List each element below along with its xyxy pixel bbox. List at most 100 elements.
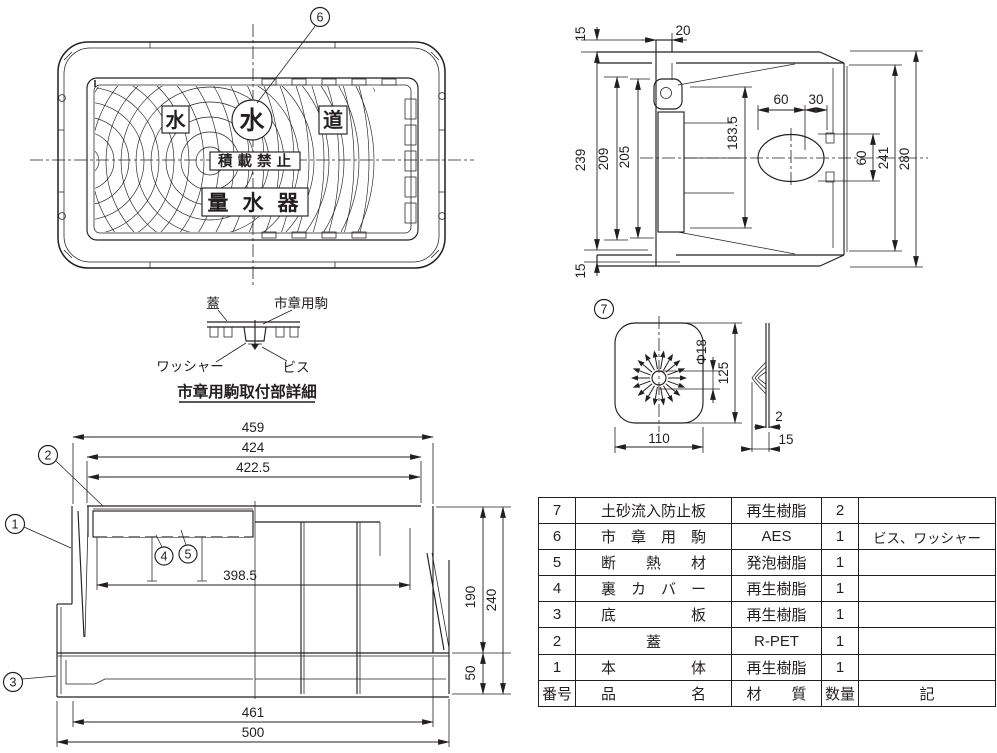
emblem-label: 市章用駒 <box>274 295 328 311</box>
dim-424-label: 424 <box>242 440 265 455</box>
callout5-label: 5 <box>185 548 192 562</box>
lid-opening <box>86 77 419 241</box>
part-qty: 1 <box>821 627 860 655</box>
dim-239-label: 239 <box>573 149 588 172</box>
lid-label: 蓋 <box>206 296 220 311</box>
dim-459-label: 459 <box>242 420 265 435</box>
table-row: 3 底 板 再生樹脂 1 <box>537 601 997 629</box>
header-no: 番号 <box>537 679 577 707</box>
part7-plate <box>614 322 704 424</box>
end-body-outline <box>596 39 848 267</box>
part-material: 再生樹脂 <box>731 653 823 681</box>
part-qty: 1 <box>821 523 860 551</box>
part7-side-profile <box>751 323 770 428</box>
table-row: 6 市 章 用 駒 AES 1 ビス、ワッシャー <box>537 523 997 551</box>
part-material: 発泡樹脂 <box>731 549 823 577</box>
dim-15-bottom-label: 15 <box>573 263 588 278</box>
part-note: ビス、ワッシャー <box>858 523 997 551</box>
insulation-dividers <box>659 139 683 203</box>
plan-outer-frame <box>57 41 446 269</box>
dim-183-5-label: 183.5 <box>725 116 740 150</box>
dim-50-label: 50 <box>463 665 478 680</box>
part-name: 市 章 用 駒 <box>575 523 733 551</box>
section-dimensions <box>56 434 511 747</box>
part7-dimensions <box>614 322 742 453</box>
table-row: 1 本 体 再生樹脂 1 <box>537 653 997 681</box>
part-no: 1 <box>537 653 577 681</box>
section-body <box>56 501 450 699</box>
header-material: 材 質 <box>731 679 823 707</box>
table-row: 4 裏 カ バ ー 再生樹脂 1 <box>537 575 997 603</box>
part-material: R-PET <box>731 627 823 655</box>
meter-kanji-box <box>201 187 309 217</box>
water-kanji-circle <box>231 99 273 141</box>
lid-inner-contour <box>93 84 412 234</box>
part-note <box>858 601 997 629</box>
part-material: 再生樹脂 <box>731 601 823 629</box>
dim-2-label: 2 <box>775 409 783 424</box>
callout1-label: 1 <box>12 518 19 532</box>
end-dimensions <box>581 27 923 276</box>
part-no: 2 <box>537 627 577 655</box>
parts-table: 7 土砂流入防止板 再生樹脂 2 6 市 章 用 駒 AES 1 ビス、ワッシャ… <box>537 496 997 707</box>
dim-209-label: 209 <box>596 148 611 171</box>
table-row: 2 蓋 R-PET 1 <box>537 627 997 655</box>
part-no: 3 <box>537 601 577 629</box>
dim-15-top-label: 15 <box>573 26 588 41</box>
part-note <box>858 549 997 577</box>
part-qty: 2 <box>821 496 860 525</box>
callout6-leader <box>256 24 317 104</box>
header-name: 品 名 <box>575 679 733 707</box>
dim-241-label: 241 <box>876 147 891 170</box>
part7-radial-pattern <box>631 350 687 406</box>
dim-398-5-label: 398.5 <box>223 568 257 583</box>
hinge-boss <box>653 78 683 110</box>
dim-60-top-label: 60 <box>773 92 788 107</box>
part-no: 4 <box>537 575 577 603</box>
no-loading-text: 積載禁止 <box>217 152 296 170</box>
dim-125-label: 125 <box>716 362 731 385</box>
do-kanji-box <box>318 105 348 135</box>
washer-label: ワッシャー <box>156 359 224 374</box>
part-note <box>858 575 997 603</box>
part-name: 断 熱 材 <box>575 549 733 577</box>
dim-240-label: 240 <box>484 589 499 612</box>
no-loading-box <box>209 151 301 171</box>
header-note: 記 <box>858 679 997 707</box>
header-qty: 数量 <box>821 679 860 707</box>
part-note <box>858 496 997 525</box>
longitudinal-section-view: 459 424 422.5 398.5 190 240 50 461 500 2… <box>2 420 511 747</box>
section-callouts: 2 1 3 4 5 <box>2 444 198 693</box>
callout3-label: 3 <box>10 676 17 690</box>
callout4-label: 4 <box>161 550 168 564</box>
part-qty: 1 <box>821 575 860 603</box>
callout6-circle <box>309 6 331 28</box>
lid-label-leader <box>217 309 228 322</box>
part-material: 再生樹脂 <box>731 575 823 603</box>
part-name: 底 板 <box>575 601 733 629</box>
part-qty: 1 <box>821 653 860 681</box>
dim-15-label: 15 <box>778 432 793 447</box>
washer-label-leader <box>215 342 247 363</box>
callout7-label: 7 <box>601 303 608 317</box>
part-no: 5 <box>537 549 577 577</box>
dim-500-label: 500 <box>242 725 265 740</box>
meter-text: 量水器 <box>208 192 313 215</box>
dim-110-label: 110 <box>648 431 670 446</box>
frame-bolt-holes <box>58 92 446 220</box>
dim-422-5-label: 422.5 <box>236 460 270 475</box>
callout2-label: 2 <box>45 449 52 463</box>
do-kanji: 道 <box>323 108 343 132</box>
part-no: 7 <box>537 496 577 525</box>
dim-280-label: 280 <box>897 148 912 171</box>
part7-side-dimensions <box>741 382 781 452</box>
dim-20-label: 20 <box>675 23 690 38</box>
emblem-detail-drawing <box>207 320 300 350</box>
lid-edge-slots <box>261 78 417 239</box>
plan-view: 水 水 道 積載禁止 量水器 6 <box>30 6 474 287</box>
water-kanji-box <box>161 105 190 134</box>
water-kanji-left: 水 <box>166 109 187 132</box>
callout7-circle <box>593 298 615 320</box>
plan-frame-notches <box>58 42 445 268</box>
